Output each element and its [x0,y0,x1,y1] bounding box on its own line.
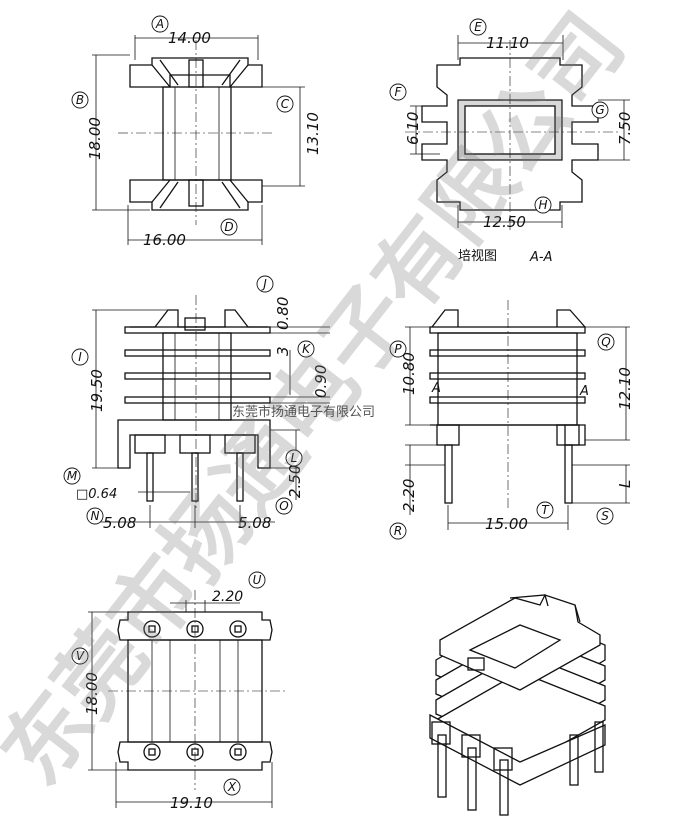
marker-q: Q [597,333,615,351]
marker-g: G [591,101,609,119]
marker-t: T [536,501,554,519]
dim-t-value: 15.00 [485,515,528,533]
marker-e: E [469,18,487,36]
dim-e-value: 11.10 [486,34,529,52]
top-view: 14.00 18.00 13.10 16.00 A B C D [71,15,322,249]
marker-x: X [223,778,241,796]
svg-text:O: O [279,499,288,513]
svg-text:S: S [601,509,609,523]
svg-text:T: T [541,503,550,517]
section-label: 培视图 [458,248,497,264]
marker-p: P [389,340,407,358]
marker-a: A [151,15,169,33]
dim-v-value: 18.00 [83,672,101,715]
dim-n-value: 5.08 [103,514,136,532]
dim-g-value: 7.50 [616,112,634,145]
marker-i: I [71,348,89,366]
marker-u: U [248,571,266,589]
dim-x-value: 19.10 [170,794,213,812]
dim-l-value: 2.50 [286,465,304,498]
marker-c: C [276,95,294,113]
svg-text:G: G [595,103,604,117]
watermark-small: 东莞市扬通电子有限公司 [232,404,375,420]
svg-text:B: B [76,93,84,107]
marker-s: S [596,507,614,525]
dim-m-value: □0.64 [76,487,117,502]
dim-u-value: 2.20 [212,589,243,605]
svg-text:C: C [281,97,290,111]
marker-k: K [297,340,315,358]
dim-h-value: 12.50 [483,213,526,231]
svg-text:D: D [224,220,233,234]
svg-text:H: H [538,198,547,212]
section-mark-right: A [579,384,589,399]
section-mark-left: A [431,381,441,396]
dim-b-value: 18.00 [86,117,104,160]
svg-text:K: K [302,342,311,356]
marker-m: M [63,467,81,485]
svg-text:L: L [291,451,298,465]
svg-text:U: U [253,573,262,587]
dim-i-value: 19.50 [88,369,106,412]
svg-text:I: I [78,350,82,364]
dim-r-value: 2.20 [400,479,418,512]
marker-l: L [285,449,303,467]
dim-c-value: 13.10 [304,112,322,155]
dim-o-value: 5.08 [238,514,271,532]
svg-text:F: F [395,85,403,99]
marker-h: H [534,196,552,214]
dim-s-value: L [616,480,634,488]
dim-j-value: 0.80 [274,297,292,330]
svg-text:N: N [91,509,100,523]
section-label-ref: A-A [529,250,552,265]
marker-d: D [220,218,238,236]
svg-text:A: A [155,17,164,31]
svg-text:P: P [394,342,402,356]
marker-r: R [389,522,407,540]
dim-a-value: 14.00 [168,29,211,47]
dim-f-value: 6.10 [404,112,422,145]
marker-o: O [275,497,293,515]
isometric-view [429,594,606,816]
front-view: 19.50 0.80 3 0.90 2.50 □0.64 5.08 5.08 I… [63,275,330,532]
marker-f: F [389,83,407,101]
svg-text:Q: Q [601,335,610,349]
svg-text:R: R [394,524,402,538]
svg-text:M: M [67,469,78,483]
marker-j: J [256,275,274,293]
section-view: 11.10 6.10 7.50 12.50 E F G H 培视图 A-A [389,18,634,265]
dim-p-value: 10.80 [400,352,418,395]
svg-text:E: E [474,20,482,34]
dim-q-value: 12.10 [616,367,634,410]
svg-text:X: X [227,780,237,794]
side-view: A A 10.80 12.10 2.20 L 15.00 P Q R S T [389,300,634,540]
dim-d-value: 16.00 [143,231,186,249]
dim-k-value: 0.90 [312,365,330,398]
svg-text:J: J [261,277,267,291]
dim-pitch-value: 3 [274,346,292,356]
marker-v: V [71,647,89,665]
marker-b: B [71,91,89,109]
marker-n: N [86,507,104,525]
svg-text:V: V [76,649,85,663]
bottom-view: 2.20 18.00 19.10 U V X [71,571,285,812]
